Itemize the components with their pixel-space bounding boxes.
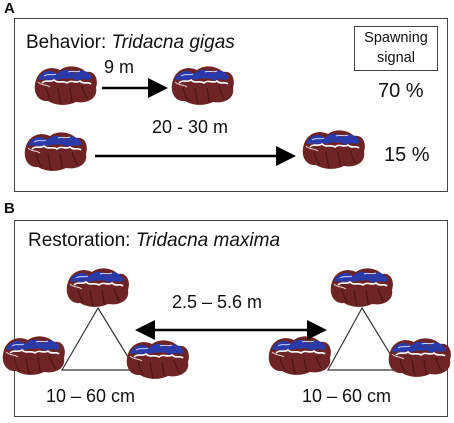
giant-clam-icon: [301, 129, 366, 170]
legend-line-2: signal: [377, 50, 415, 66]
giant-clam-icon: [329, 267, 394, 308]
giant-clam-icon: [23, 131, 88, 172]
panel-b-letter: B: [4, 200, 15, 217]
row1-distance-label: 9 m: [104, 57, 135, 77]
giant-clam-icon: [387, 337, 452, 378]
giant-clam-icon: [267, 335, 332, 376]
giant-clam-icon: [1, 335, 66, 376]
between-groups-distance-label: 2.5 – 5.6 m: [172, 292, 263, 312]
legend-line-1: Spawning: [364, 30, 428, 46]
spawning-signal-legend: Spawning signal: [354, 26, 438, 71]
giant-clam-icon: [65, 267, 130, 308]
panel-b-restoration: [14, 220, 448, 417]
triangle-icon: [326, 306, 402, 371]
row1-percent: 70 %: [378, 80, 424, 102]
panel-a-title: Behavior: Tridacna gigas: [26, 32, 235, 54]
panel-b-title: Restoration: Tridacna maxima: [28, 230, 280, 252]
giant-clam-icon: [33, 65, 98, 106]
giant-clam-icon: [125, 339, 190, 380]
left-group-spacing-label: 10 – 60 cm: [46, 386, 136, 406]
panel-b-title-species: Tridacna maxima: [135, 230, 281, 251]
right-group-spacing-label: 10 – 60 cm: [302, 386, 392, 406]
panel-b-title-prefix: Restoration:: [28, 230, 136, 251]
row2-distance-label: 20 - 30 m: [152, 117, 229, 137]
triangle-icon: [60, 306, 138, 371]
panel-a-title-prefix: Behavior:: [26, 32, 112, 53]
panel-a-letter: A: [4, 0, 15, 17]
panel-a-title-species: Tridacna gigas: [111, 32, 235, 53]
panel-a-behavior: [14, 18, 448, 192]
row2-percent: 15 %: [384, 144, 430, 166]
giant-clam-icon: [170, 65, 235, 106]
